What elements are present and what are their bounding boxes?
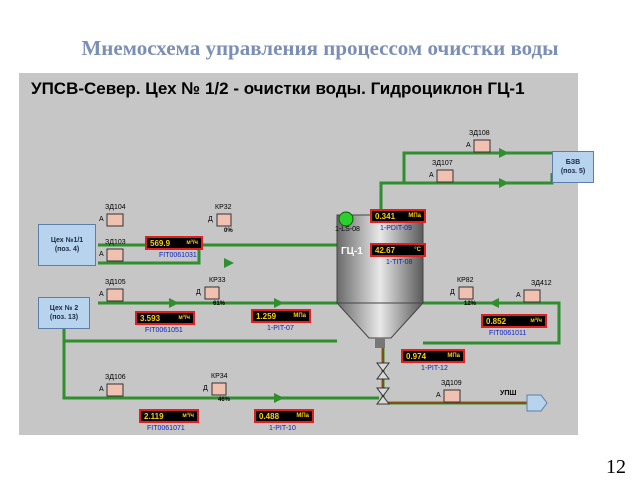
pit07-unit: МПа [293, 313, 306, 319]
zd106-mode: А [99, 386, 104, 393]
kr32-label: КР32 [215, 204, 232, 211]
fit1051-tag: FIT0061051 [145, 327, 183, 334]
pipeline-diagram [62, 139, 561, 412]
pit07-value: 1.259 [256, 311, 277, 321]
zd103-mode: А [99, 251, 104, 258]
valve-zd103-icon [106, 248, 124, 262]
kr34-label: КР34 [211, 373, 228, 380]
kr33-label: КР33 [209, 277, 226, 284]
tit-value: 42.67 [375, 245, 396, 255]
slide-title: Мнемосхема управления процессом очистки … [81, 36, 559, 60]
source-1-pos: (поз. 4) [54, 246, 80, 253]
zd109-label: ЗД109 [441, 380, 462, 387]
zd109-mode: А [436, 392, 441, 399]
pit07-display[interactable]: 1.259 МПа [251, 309, 311, 323]
zd108-label: ЗД108 [469, 130, 490, 137]
kr34-mode: Д [203, 385, 208, 392]
source-box-2[interactable]: Цех № 2 (поз. 13) [38, 297, 90, 329]
pit12-value: 0.974 [406, 351, 427, 361]
fit1071-unit: м³/ч [182, 413, 194, 419]
zd104-mode: А [99, 216, 104, 223]
fit1031-display[interactable]: 569.9 м³/ч [145, 236, 203, 250]
page-number: 12 [606, 456, 626, 478]
level-sensor-label: 1-LS-08 [335, 226, 360, 233]
pipes [62, 151, 561, 405]
pdit-display[interactable]: 0.341 МПа [370, 209, 426, 223]
valve-zd105-icon [106, 288, 124, 302]
source-2-name: Цех № 2 [49, 305, 79, 312]
tit-unit: °C [414, 247, 421, 253]
tit-display[interactable]: 42.67 °C [370, 243, 426, 257]
source-2-pos: (поз. 13) [49, 314, 79, 321]
fit1071-display[interactable]: 2.119 м³/ч [139, 409, 199, 423]
kr34-pct: 46% [218, 397, 231, 403]
zd103-label: ЗД103 [105, 239, 126, 246]
fit1011-tag: FIT0061011 [489, 330, 527, 337]
kr82-label: КР82 [457, 277, 474, 284]
kr82-mode: Д [450, 289, 455, 296]
valve-zd108-icon [473, 139, 491, 153]
source-1-name: Цех №1/1 [50, 237, 84, 244]
fit1071-value: 2.119 [144, 411, 164, 421]
fit1051-display[interactable]: 3.593 м³/ч [135, 311, 195, 325]
valve-outlet-1-icon [376, 362, 390, 372]
fit1011-unit: м³/ч [530, 318, 542, 324]
valve-zd109-icon [443, 389, 461, 403]
pit10-tag: 1-PIT-10 [269, 425, 296, 432]
level-sensor-indicator [338, 211, 354, 227]
tit-tag: 1-TIT-08 [386, 259, 413, 266]
pit07-tag: 1-PIT-07 [267, 325, 294, 332]
fit1011-value: 0.852 [486, 316, 507, 326]
zd108-mode: А [466, 142, 471, 149]
zd105-label: ЗД105 [105, 279, 126, 286]
pit12-display[interactable]: 0.974 МПа [401, 349, 465, 363]
fit1031-tag: FIT0061031 [159, 252, 197, 259]
valve-zd104-icon [106, 213, 124, 227]
scada-panel: УПСВ-Север. Цех № 1/2 - очистки воды. Ги… [19, 73, 594, 435]
zd106-label: ЗД106 [105, 374, 126, 381]
kr33-pct: 61% [213, 301, 226, 307]
kr32-mode: Д [208, 216, 213, 223]
zd412-mode: А [516, 292, 521, 299]
valve-outlet-2-icon [376, 387, 390, 397]
pit12-tag: 1-PIT-12 [421, 365, 448, 372]
pit12-unit: МПа [447, 353, 460, 359]
kr32-pct: 0% [224, 228, 233, 234]
tank-label: ГЦ-1 [341, 246, 363, 257]
pdit-tag: 1-PDIT-09 [380, 225, 412, 232]
valve-kr33-icon [204, 286, 220, 300]
valve-kr34-icon [211, 382, 227, 396]
fit1051-unit: м³/ч [178, 315, 190, 321]
valve-kr82-icon [458, 286, 474, 300]
zd107-mode: А [429, 172, 434, 179]
bzv-pos: (поз. 5) [560, 168, 586, 175]
outlet-label: УПШ [500, 390, 517, 397]
source-box-1[interactable]: Цех №1/1 (поз. 4) [38, 224, 96, 266]
pit10-value: 0.488 [259, 411, 280, 421]
valve-zd106-icon [106, 383, 124, 397]
zd107-label: ЗД107 [432, 160, 453, 167]
fit1051-value: 3.593 [140, 313, 161, 323]
pdit-unit: МПа [408, 213, 421, 219]
fit1031-unit: м³/ч [186, 240, 198, 246]
kr82-pct: 12% [464, 301, 477, 307]
valve-zd412-icon [523, 289, 541, 303]
fit1031-value: 569.9 [150, 238, 171, 248]
pdit-value: 0.341 [375, 211, 396, 221]
valve-zd107-icon [436, 169, 454, 183]
zd105-mode: А [99, 291, 104, 298]
zd104-label: ЗД104 [105, 204, 126, 211]
pit10-display[interactable]: 0.488 МПа [254, 409, 314, 423]
hydrocyclone-tank [335, 214, 425, 348]
outlet-arrow [526, 394, 548, 412]
fit1071-tag: FIT0061071 [147, 425, 185, 432]
pit10-unit: МПа [296, 413, 309, 419]
kr33-mode: Д [196, 289, 201, 296]
bzv-name: БЗВ [565, 159, 581, 166]
valve-kr32-icon [216, 213, 232, 227]
fit1011-display[interactable]: 0.852 м³/ч [481, 314, 547, 328]
scada-title: УПСВ-Север. Цех № 1/2 - очистки воды. Ги… [31, 79, 525, 98]
bzv-box[interactable]: БЗВ (поз. 5) [552, 151, 594, 183]
zd412-label: ЗД412 [531, 280, 552, 287]
